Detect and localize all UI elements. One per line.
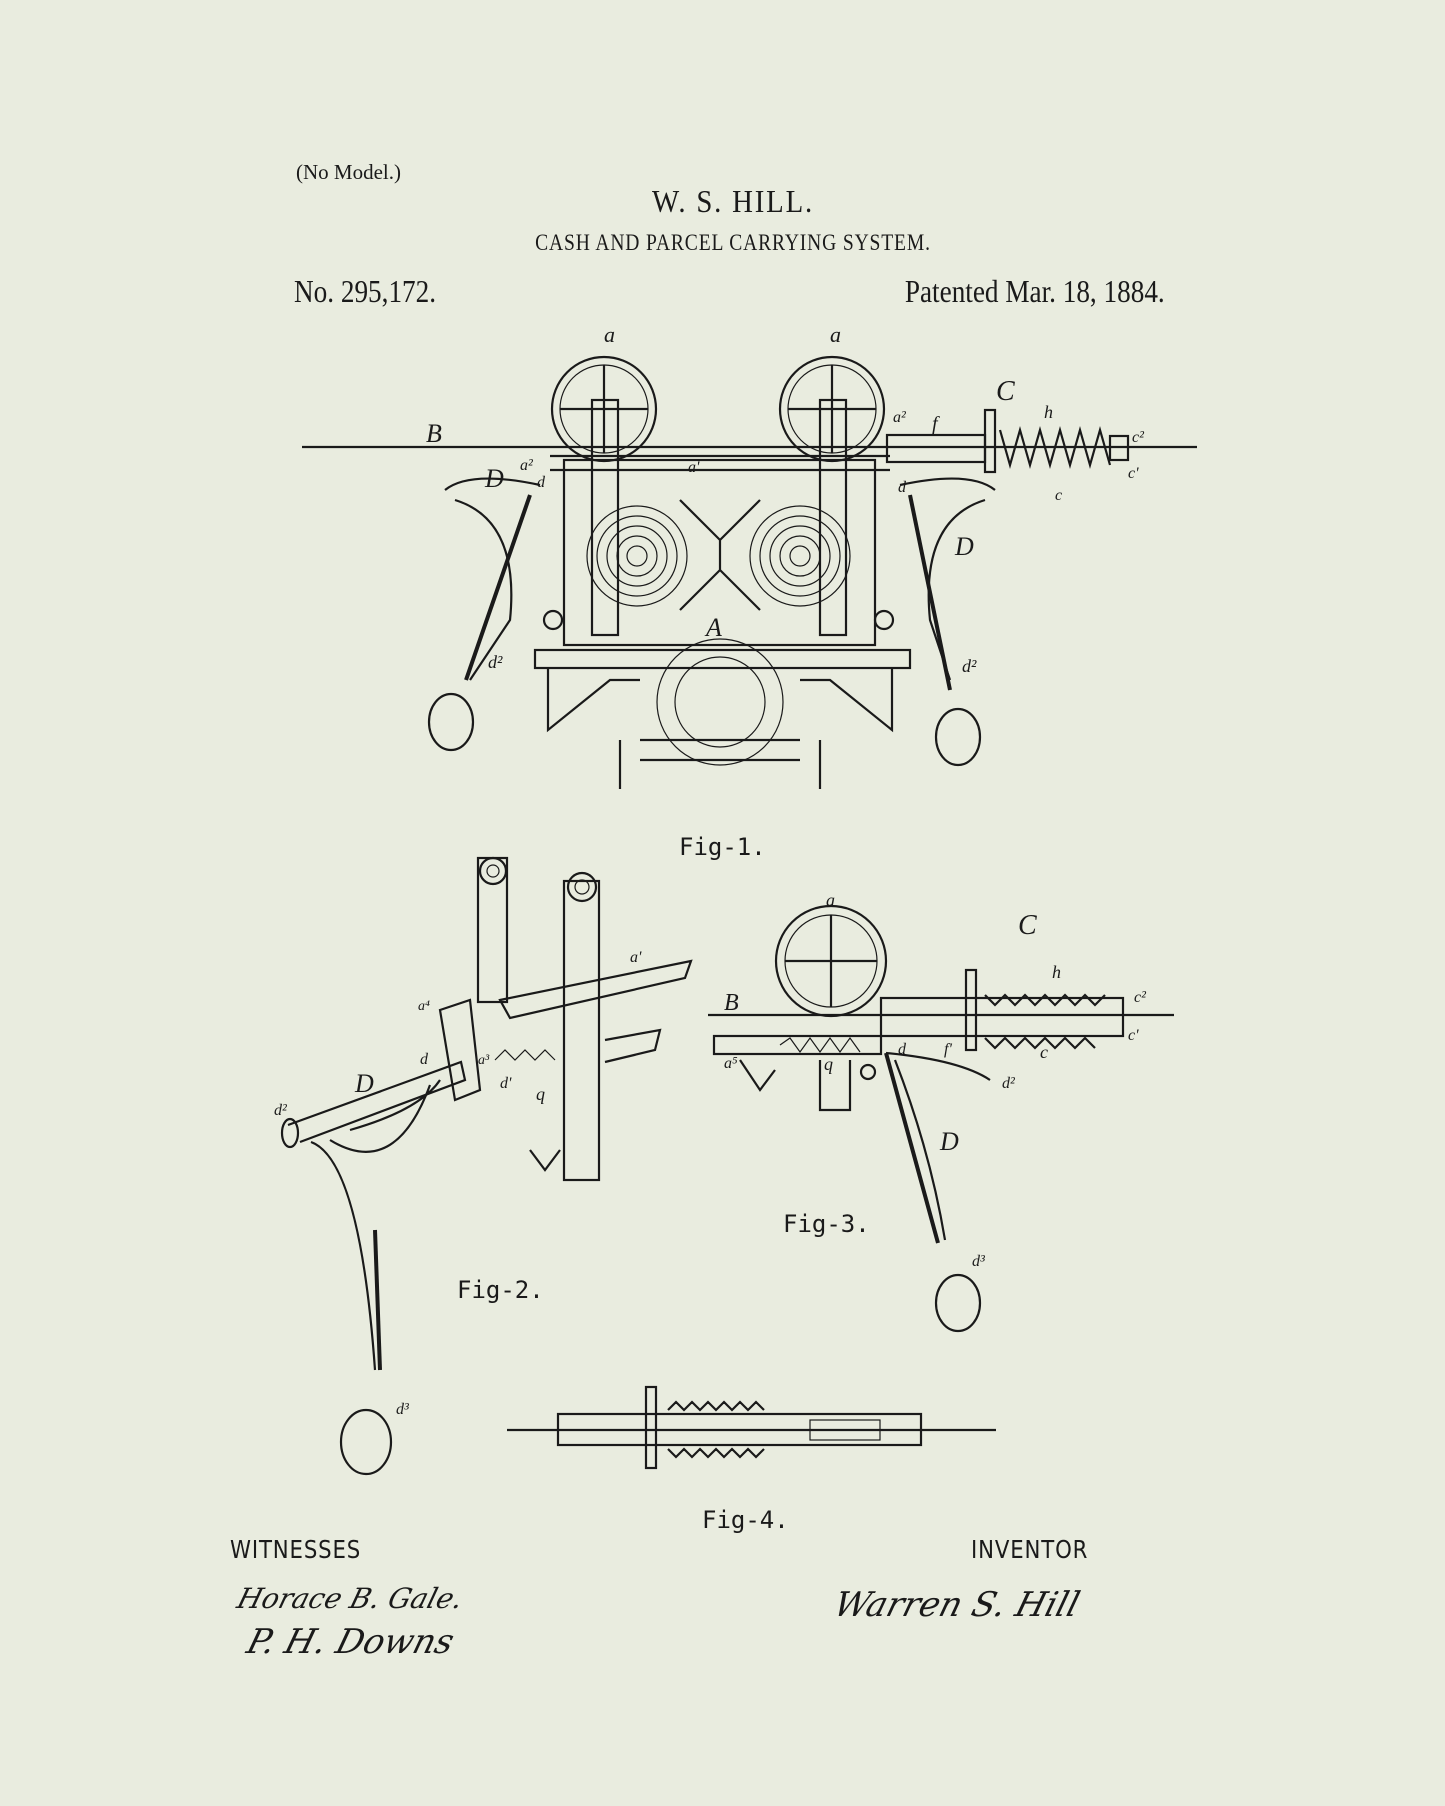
part-label: d² bbox=[274, 1102, 288, 1119]
witness-signature: Horace B. Gale. bbox=[233, 1582, 467, 1615]
handle-lever-left bbox=[427, 477, 541, 752]
inventor-label: INVENTOR bbox=[971, 1535, 1089, 1564]
part-label: a' bbox=[630, 949, 642, 966]
part-label: B bbox=[426, 419, 442, 448]
part-label: D bbox=[954, 532, 974, 561]
part-label: C bbox=[1018, 910, 1037, 941]
part-label: A bbox=[704, 613, 722, 642]
patent-number: No. 295,172. bbox=[294, 273, 437, 309]
pulley-wheel-right bbox=[778, 355, 886, 463]
part-label: c' bbox=[1128, 465, 1139, 482]
part-label: d² bbox=[488, 652, 503, 672]
part-label: a⁴ bbox=[418, 999, 430, 1014]
part-label: a² bbox=[520, 457, 534, 474]
part-label: d' bbox=[500, 1075, 512, 1092]
part-label: d bbox=[898, 1041, 907, 1058]
inventor-signature: Warren S. Hill bbox=[829, 1585, 1084, 1625]
figure-2-label: Fig-2. bbox=[457, 1276, 544, 1304]
inventor-name-heading: W. S. HILL. bbox=[652, 183, 814, 219]
part-label: D bbox=[354, 1069, 374, 1098]
part-label: q bbox=[536, 1084, 545, 1104]
figure-4-drawing: Fig-4. bbox=[507, 1385, 996, 1534]
part-label: a⁵ bbox=[724, 1055, 738, 1072]
spiral-spring-left bbox=[586, 505, 688, 607]
part-label: q bbox=[824, 1054, 833, 1074]
part-label: a bbox=[830, 322, 841, 347]
spring-tube-c bbox=[885, 408, 1130, 474]
part-label: D bbox=[484, 464, 504, 493]
part-label: C bbox=[996, 376, 1015, 407]
part-label: a³ bbox=[478, 1053, 490, 1068]
patent-date: Patented Mar. 18, 1884. bbox=[905, 273, 1165, 309]
part-label: c² bbox=[1134, 989, 1147, 1006]
figure-1-drawing: a a B C D D A d² d² f h c² c' c a' a² a²… bbox=[302, 322, 1197, 861]
figure-2-drawing: a' D d² d³ a³ q d' a⁴ d Fig-2. bbox=[274, 856, 693, 1476]
part-label: d³ bbox=[396, 1401, 409, 1418]
part-label: d bbox=[898, 479, 907, 496]
witness-signature: P. H. Downs bbox=[242, 1622, 459, 1662]
part-label: c² bbox=[1132, 429, 1145, 446]
part-label: h bbox=[1044, 402, 1053, 422]
part-label: D bbox=[939, 1127, 959, 1156]
patent-title: CASH AND PARCEL CARRYING SYSTEM. bbox=[535, 230, 931, 255]
part-label: c bbox=[1055, 487, 1062, 504]
part-label: d² bbox=[962, 656, 977, 676]
part-label: f' bbox=[944, 1041, 952, 1058]
part-label: a bbox=[826, 890, 835, 910]
part-label: c' bbox=[1128, 1027, 1139, 1044]
part-label: a bbox=[604, 322, 615, 347]
part-label: d³ bbox=[972, 1253, 985, 1270]
no-model-note: (No Model.) bbox=[296, 160, 401, 184]
figure-4-label: Fig-4. bbox=[702, 1506, 789, 1534]
part-label: a' bbox=[688, 459, 700, 476]
part-label: d bbox=[420, 1051, 429, 1068]
part-label: f bbox=[932, 413, 940, 435]
pulley-wheel-left bbox=[550, 355, 658, 463]
figure-1-label: Fig-1. bbox=[679, 833, 766, 861]
spiral-spring-right bbox=[749, 505, 851, 607]
part-label: d² bbox=[1002, 1075, 1016, 1092]
part-label: h bbox=[1052, 962, 1061, 982]
witnesses-label: WITNESSES bbox=[230, 1535, 362, 1564]
part-label: B bbox=[724, 990, 739, 1016]
part-label: a² bbox=[893, 409, 907, 426]
handle-lever-right bbox=[899, 477, 996, 767]
figure-3-label: Fig-3. bbox=[783, 1210, 870, 1238]
figure-3-drawing: a C B h c² c' c D d² d³ q a⁵ f' d Fig-3. bbox=[708, 890, 1174, 1333]
part-label: d bbox=[537, 474, 546, 491]
part-label: c bbox=[1040, 1042, 1048, 1062]
